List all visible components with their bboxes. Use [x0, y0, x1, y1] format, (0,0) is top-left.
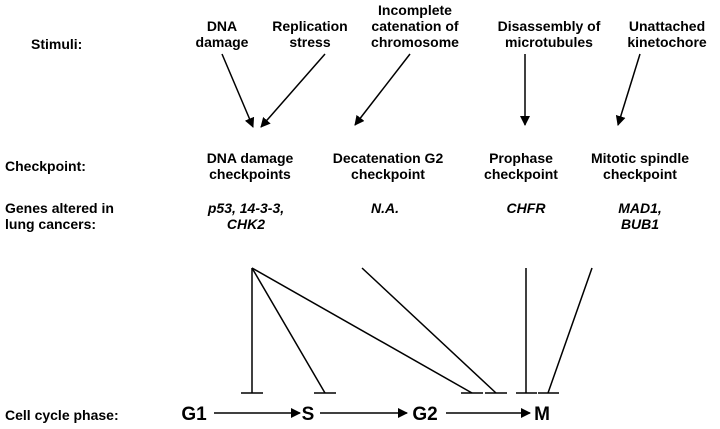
checkpoint-line: checkpoint [484, 166, 558, 182]
checkpoint-dna-damage: DNA damage checkpoints [207, 150, 294, 182]
checkpoint-line: checkpoints [209, 166, 291, 182]
stimulus-line: damage [195, 34, 249, 50]
inhibit-spindle [547, 267, 593, 394]
checkpoint-line: DNA damage [206, 150, 294, 166]
checkpoint-line: checkpoint [603, 166, 677, 182]
phase-row-label: Cell cycle phase: [5, 407, 119, 423]
stimuli-row-label: Stimuli: [31, 36, 83, 52]
phase-m: M [534, 404, 550, 425]
inhibit-dna-g2m [251, 267, 473, 394]
checkpoint-decatenation-g2: Decatenation G2 checkpoint [333, 150, 443, 182]
checkpoint-line: Mitotic spindle [591, 150, 689, 166]
stimulus-line: Replication [272, 18, 348, 34]
stimulus-line: DNA [206, 18, 238, 34]
checkpoint-line: Prophase [489, 150, 553, 166]
stimulus-replication-stress: Replication stress [272, 18, 347, 50]
phase-s: S [301, 404, 315, 425]
gene-line: CHK2 [226, 216, 266, 232]
stimulus-dna-damage: DNA damage [196, 18, 249, 50]
stimulus-line: chromosome [371, 34, 459, 50]
genes-prophase: CHFR [507, 200, 546, 216]
stimulus-disassembly-microtubules: Disassembly of microtubules [498, 18, 601, 50]
arrow-replication-to-checkpoint [260, 53, 326, 128]
genes-mitotic-spindle: MAD1, BUB1 [618, 200, 662, 232]
gene-line: N.A. [371, 200, 399, 216]
arrow-catenation-to-decatenation [354, 53, 411, 126]
stimulus-line: Unattached [628, 18, 706, 34]
stimulus-line: microtubules [505, 34, 593, 50]
stimulus-line: Incomplete [378, 2, 452, 18]
inhibit-dna-s [251, 267, 326, 394]
stimulus-unattached-kinetochore: Unattached kinetochore [627, 18, 706, 50]
gene-line: CHFR [506, 200, 546, 216]
inhibit-decatenation [361, 267, 497, 394]
genes-dna-damage: p53, 14-3-3, CHK2 [208, 200, 284, 232]
gene-line: MAD1, [618, 200, 662, 216]
arrow-kinetochore-to-spindle [615, 53, 641, 126]
checkpoint-prophase: Prophase checkpoint [484, 150, 558, 182]
stimulus-line: catenation of [371, 18, 459, 34]
stimulus-line: Disassembly of [497, 18, 601, 34]
checkpoint-row-label: Checkpoint: [5, 158, 86, 174]
checkpoint-line: checkpoint [351, 166, 425, 182]
genes-row-label-line2: lung cancers: [5, 216, 97, 232]
arrow-dna-damage-to-checkpoint [221, 53, 255, 128]
stimulus-line: kinetochore [627, 34, 707, 50]
checkpoint-line: Decatenation G2 [332, 150, 444, 166]
stimulus-incomplete-catenation: Incomplete catenation of chromosome [371, 2, 459, 50]
phase-g2: G2 [412, 404, 438, 425]
gene-line: p53, 14-3-3, [207, 200, 285, 216]
stimulus-line: stress [289, 34, 331, 50]
gene-line: BUB1 [620, 216, 660, 232]
genes-decatenation: N.A. [371, 200, 399, 216]
genes-row-label: Genes altered in lung cancers: [5, 200, 114, 232]
checkpoint-mitotic-spindle: Mitotic spindle checkpoint [591, 150, 689, 182]
phase-g1: G1 [181, 404, 207, 425]
genes-row-label-line1: Genes altered in [5, 200, 114, 216]
